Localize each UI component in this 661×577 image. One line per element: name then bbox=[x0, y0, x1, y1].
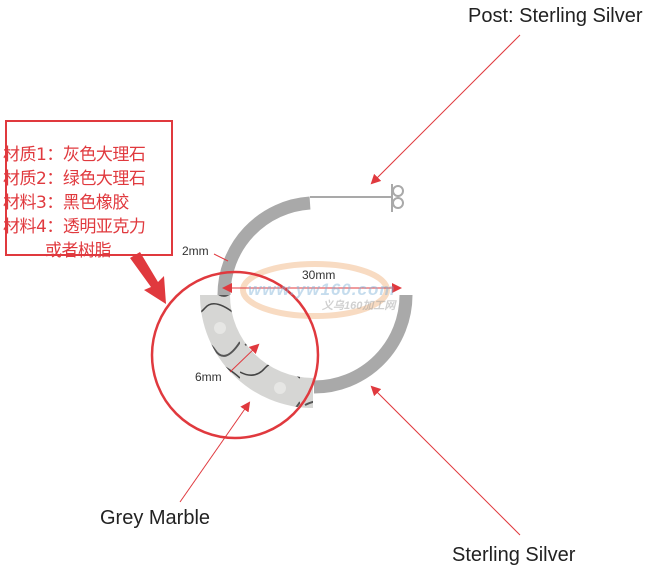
thickness-arrow bbox=[213, 253, 229, 262]
materials-box: 材质1：灰色大理石 材质2：绿色大理石 材料3：黑色橡胶 材料4：透明亚克力 或… bbox=[3, 120, 173, 261]
marble-label: Grey Marble bbox=[100, 507, 211, 529]
highlight-circle bbox=[150, 270, 320, 440]
hoop-lower-right-arc bbox=[313, 294, 413, 394]
watermark-name: 义乌160加工网 bbox=[322, 300, 396, 312]
hoop-arrow bbox=[370, 385, 521, 536]
marble-arrow bbox=[179, 401, 251, 503]
marble-band bbox=[200, 295, 313, 408]
post-arrow bbox=[370, 34, 521, 185]
watermark-url: www.yw160.com bbox=[248, 280, 396, 299]
material-item: 材质2：绿色大理石 bbox=[3, 169, 146, 189]
box-arrow bbox=[130, 252, 166, 304]
width-arrow bbox=[229, 343, 260, 373]
post-label: Post: Sterling Silver bbox=[468, 5, 643, 27]
post-loop-icon bbox=[392, 185, 404, 197]
hoop-label: Sterling Silver bbox=[452, 544, 576, 566]
material-item: 材料3：黑色橡胶 bbox=[3, 193, 129, 213]
hoop-upper-arc bbox=[217, 196, 311, 296]
thickness-label: 2mm bbox=[182, 244, 209, 258]
material-item: 材质1：灰色大理石 bbox=[3, 145, 146, 165]
width-label: 6mm bbox=[195, 370, 222, 384]
material-item: 材料4：透明亚克力 bbox=[3, 217, 146, 237]
diameter-label: 30mm bbox=[302, 268, 336, 282]
material-item: 或者树脂 bbox=[45, 241, 112, 261]
